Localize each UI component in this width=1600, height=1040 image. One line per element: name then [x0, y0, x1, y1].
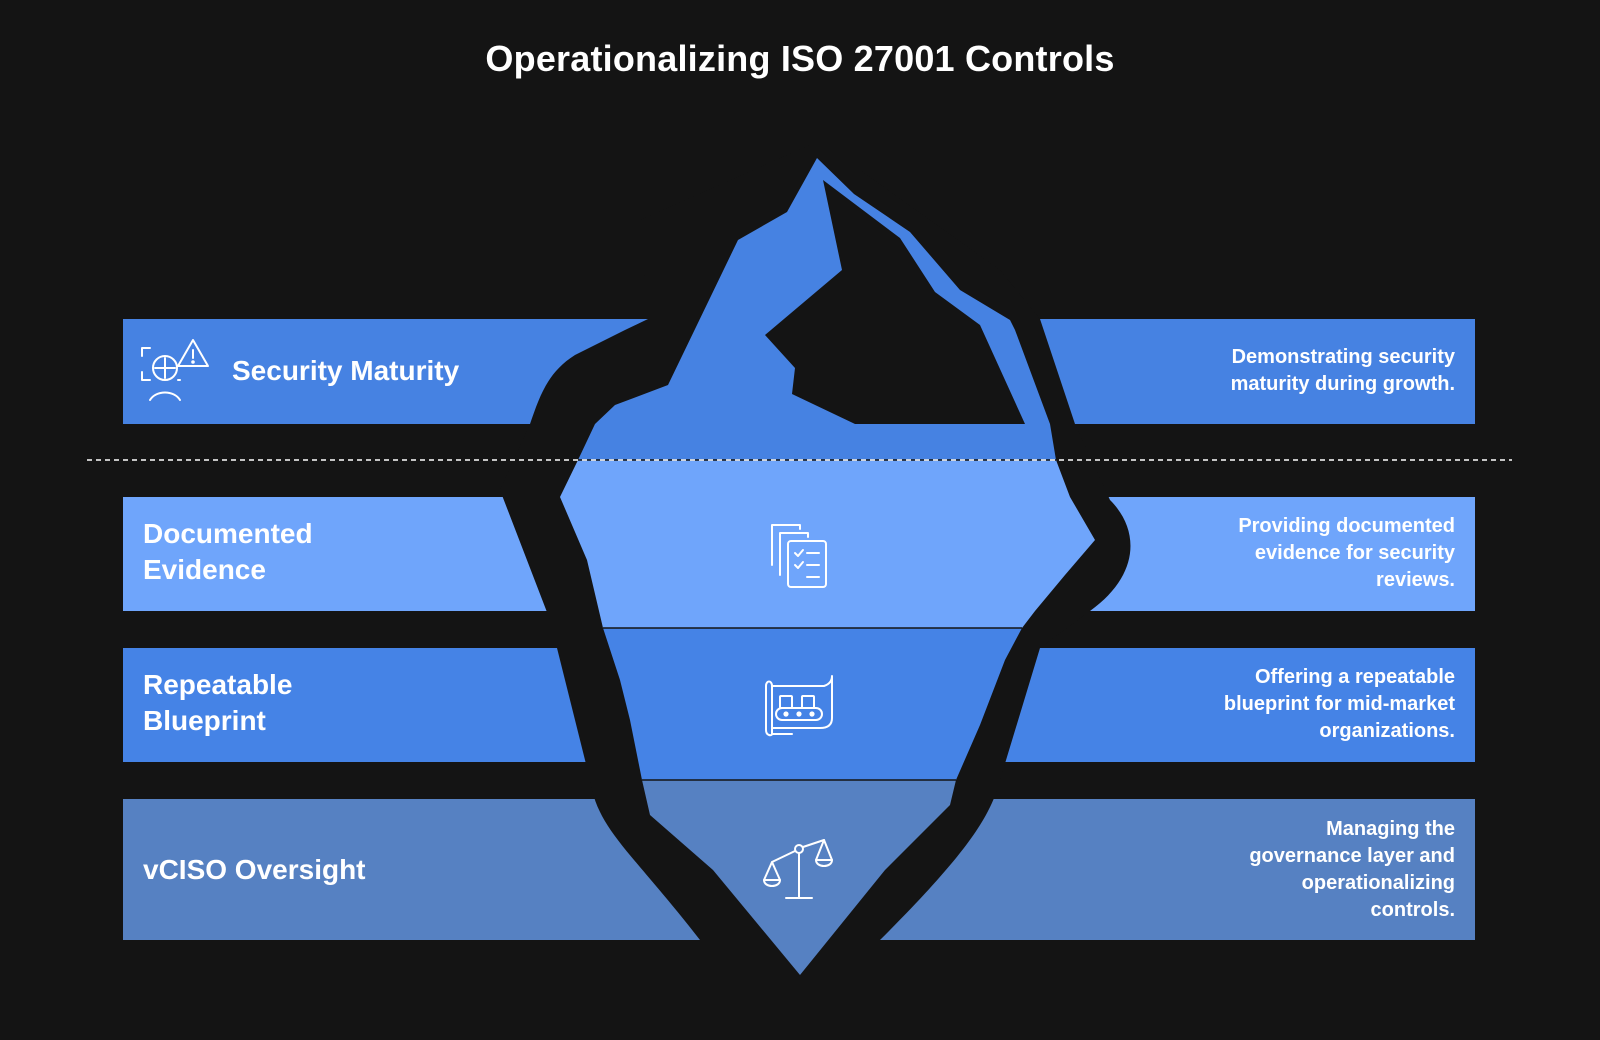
- band-left-repeatable: [123, 648, 643, 762]
- documents-checklist-icon: [771, 524, 827, 588]
- row-label-vciso-oversight: vCISO Oversight: [143, 854, 366, 885]
- row-label-security-maturity: Security Maturity: [232, 355, 460, 386]
- band-right-documented: [1080, 497, 1475, 611]
- row-label-documented-evidence: Documented Evidence: [143, 518, 313, 585]
- page-title: Operationalizing ISO 27001 Controls: [485, 38, 1115, 79]
- iceberg-underwater-repeatable: [603, 628, 1022, 780]
- iceberg-underwater-documented: [560, 460, 1095, 628]
- blueprint-scroll-icon: [765, 675, 833, 737]
- security-monitor-warning-icon: [141, 339, 209, 401]
- band-right-repeatable: [1000, 648, 1475, 762]
- row-desc-security-maturity: Demonstrating security maturity during g…: [1230, 346, 1455, 395]
- row-label-repeatable-blueprint: Repeatable Blueprint: [143, 669, 293, 736]
- balance-scale-icon: [763, 839, 833, 899]
- iceberg-peak-shadow: [765, 180, 1025, 424]
- band-right-security: [1040, 319, 1475, 424]
- row-desc-repeatable-blueprint: Offering a repeatable blueprint for mid-…: [1223, 666, 1455, 742]
- row-desc-documented-evidence: Providing documented evidence for securi…: [1238, 515, 1455, 591]
- row-desc-vciso-oversight: Managing the governance layer and operat…: [1249, 818, 1455, 921]
